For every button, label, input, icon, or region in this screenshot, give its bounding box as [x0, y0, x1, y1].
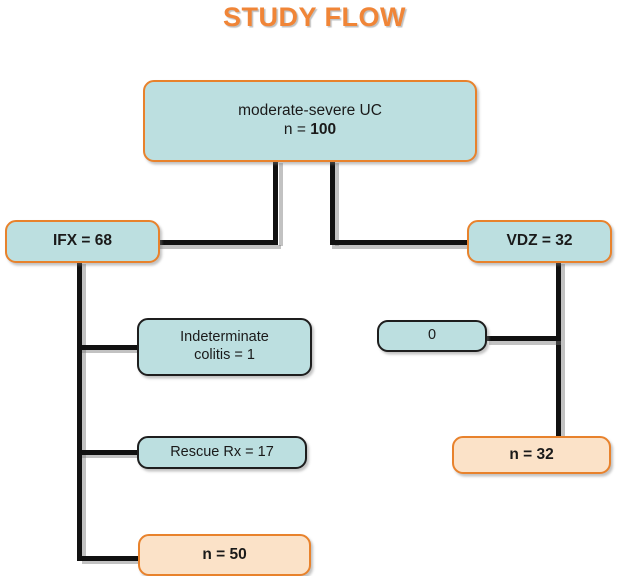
node-indeterminate-colitis[interactable]: Indeterminate colitis = 1: [137, 318, 312, 376]
connector-vdz-branch-1: [485, 336, 560, 341]
connector-ifx-outcome: [77, 556, 140, 561]
node-ifx-arm[interactable]: IFX = 68: [5, 220, 160, 263]
node-vdz-outcome-label: n = 32: [509, 445, 554, 463]
connector-vdz-spine-shadow: [560, 264, 565, 440]
connector-ifx-branch-2-shadow: [82, 454, 140, 458]
node-rescue-rx[interactable]: Rescue Rx = 17: [137, 436, 307, 469]
node-ifx-label: IFX = 68: [52, 232, 113, 250]
connector-ifx-branch-1: [77, 345, 139, 350]
node-vdz-outcome[interactable]: n = 32: [452, 436, 611, 474]
node-moderate-severe-uc[interactable]: moderate-severe UC n = 100: [143, 80, 477, 162]
node-root-n-prefix: n =: [283, 121, 311, 138]
node-vdz-label: VDZ = 32: [506, 232, 573, 250]
connector-root-left-horizontal-shadow: [160, 245, 281, 249]
connector-root-right-horizontal: [330, 240, 468, 245]
node-root-line-2: n = 100: [238, 121, 382, 140]
node-root-n-value: 100: [310, 121, 337, 138]
node-ifx-outcome[interactable]: n = 50: [138, 534, 311, 576]
connector-vdz-branch-1-shadow: [489, 341, 561, 345]
page-title: STUDY FLOW: [223, 2, 406, 32]
node-vdz-arm[interactable]: VDZ = 32: [467, 220, 612, 263]
node-indeterminate-colitis-line-1: Indeterminate: [180, 329, 269, 346]
connector-vdz-spine: [556, 263, 561, 438]
node-vdz-zero[interactable]: 0: [377, 320, 487, 352]
connector-root-left-vertical: [273, 162, 278, 244]
connector-root-right-vertical-shadow: [334, 163, 339, 246]
connector-ifx-branch-2: [77, 450, 139, 455]
connector-ifx-spine: [77, 263, 82, 556]
connector-root-left-horizontal: [158, 240, 278, 245]
connector-root-right-horizontal-shadow: [332, 245, 471, 249]
node-ifx-outcome-label: n = 50: [202, 545, 247, 563]
connector-root-left-vertical-shadow: [278, 163, 283, 246]
connector-ifx-outcome-shadow: [82, 560, 141, 564]
node-vdz-zero-label: 0: [427, 327, 437, 344]
node-root-line-1: moderate-severe UC: [238, 102, 382, 120]
node-rescue-rx-label: Rescue Rx = 17: [170, 443, 274, 460]
connector-root-right-vertical: [330, 162, 335, 244]
node-indeterminate-colitis-line-2: colitis = 1: [194, 347, 255, 363]
connector-ifx-branch-1-shadow: [82, 349, 140, 353]
connector-ifx-spine-shadow: [81, 264, 86, 558]
